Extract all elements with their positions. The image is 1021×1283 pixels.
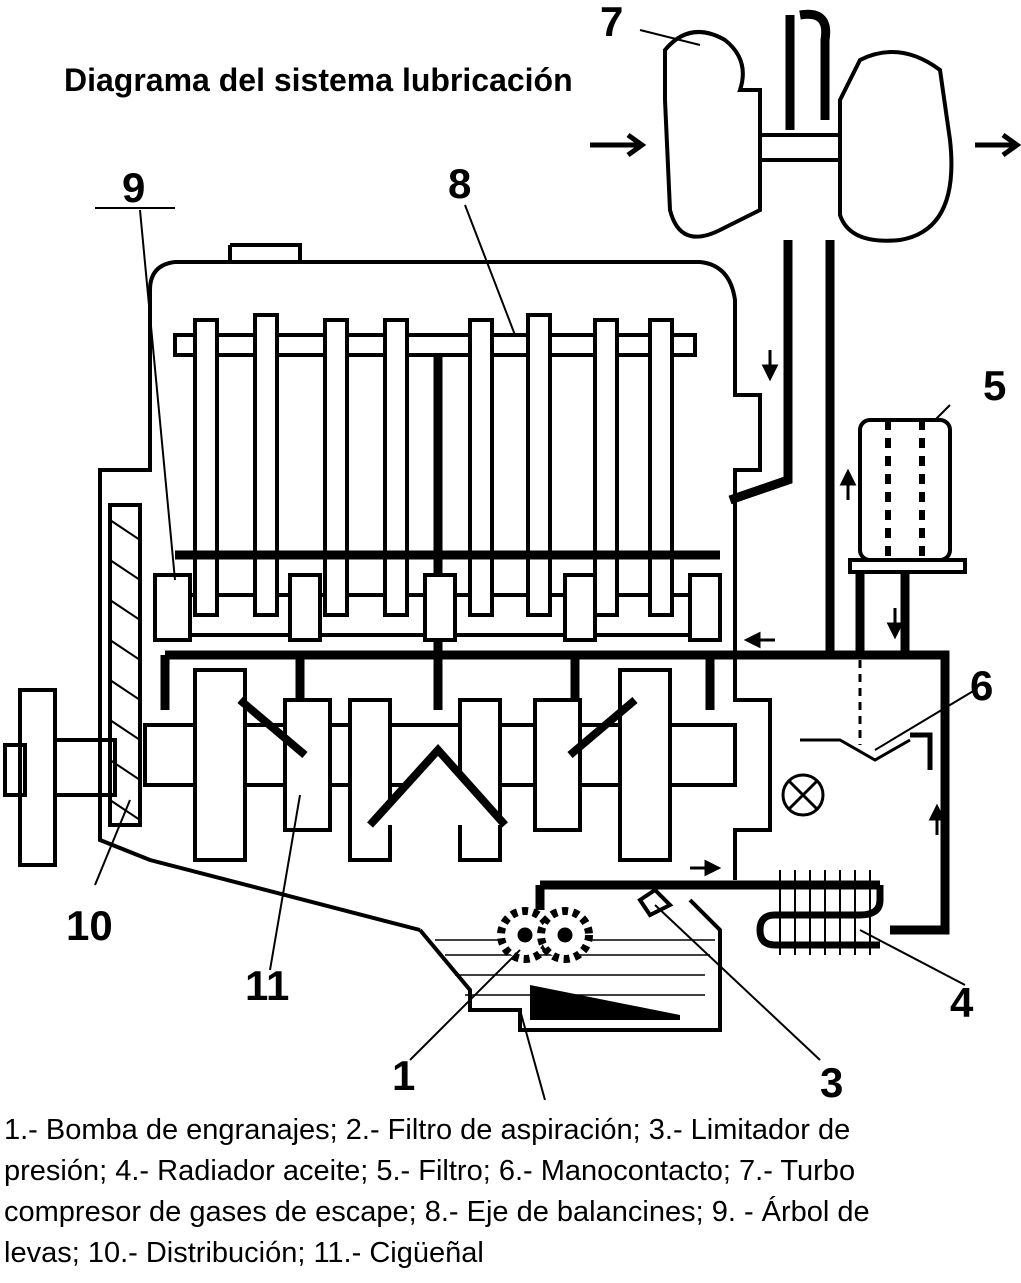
valve-train [173,313,720,617]
camshaft [153,573,722,642]
callout-5: 5 [983,362,1006,409]
callout-4: 4 [950,979,974,1026]
crankshaft [143,668,737,862]
callout-1: 1 [392,1052,415,1099]
pressure-relief-valve [637,887,674,918]
lubrication-diagram: 1 3 4 5 6 7 8 9 10 11 [3,0,1021,1100]
legend-line: 1.- Bomba de engranajes; 2.- Filtro de a… [4,1114,851,1146]
oil-filter [848,418,967,574]
turbocharger [590,9,1021,243]
legend-line: presión; 4.- Radiador aceite; 5.- Filtro… [4,1155,856,1187]
callout-11: 11 [245,962,289,1009]
pressure-switch [781,660,933,817]
callout-6: 6 [970,662,993,709]
legend-line: compresor de gases de escape; 8.- Eje de… [4,1196,870,1228]
leader-lines [94,29,976,1100]
diagram-title: Diagrama del sistema lubricación [64,62,573,98]
callout-9: 9 [122,164,145,211]
oil-cooler [756,870,884,955]
timing-gear [3,503,142,867]
flow-arrows [690,350,946,877]
legend-line: levas; 10.- Distribución; 11.- Cigüeñal [4,1237,484,1269]
callout-7: 7 [600,0,623,45]
callout-8: 8 [448,160,471,207]
legend-caption: 1.- Bomba de engranajes; 2.- Filtro de a… [4,1110,1014,1274]
callout-10: 10 [66,902,113,949]
engine-block [98,243,772,1032]
callout-3: 3 [820,1059,843,1100]
suction-filter [530,985,680,1020]
gear-pump [497,907,593,963]
